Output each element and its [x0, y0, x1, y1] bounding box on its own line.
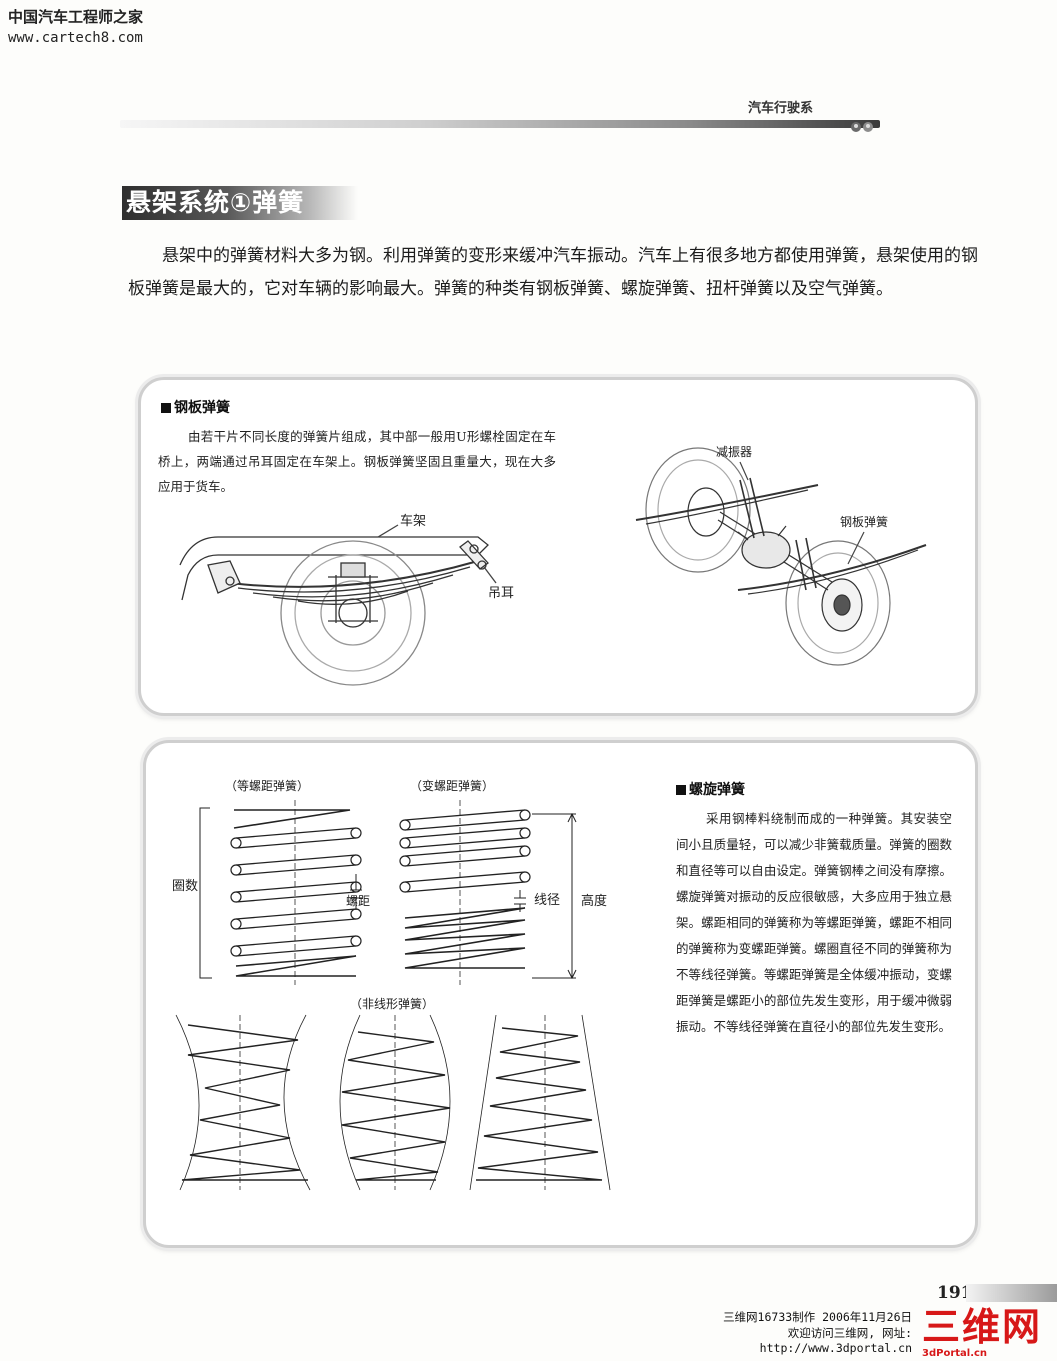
header-dots-decoration	[851, 122, 873, 132]
label-pitch: 螺距	[346, 894, 370, 908]
label-coils: 圈数	[172, 879, 198, 894]
nonlinear-springs	[175, 1014, 611, 1191]
coil-spring-text: 采用钢棒料绕制而成的一种弹簧。其安装空间小且质量轻，可以减少非簧载质量。弹簧的圈…	[676, 811, 952, 1034]
brand-logo-text: 三维网	[922, 1305, 1043, 1349]
leaf-spring-side-illustration: 车架 吊耳	[179, 513, 514, 686]
label-leaf-spring: 钢板弹簧	[840, 514, 888, 529]
intro-paragraph: 悬架中的弹簧材料大多为钢。利用弹簧的变形来缓冲汽车振动。汽车上有很多地方都使用弹…	[128, 246, 978, 299]
brand-logo-subtext: 3dPortal.cn	[922, 1348, 988, 1359]
coil-spring-heading: 螺旋弹簧	[676, 779, 745, 799]
footer-welcome: 欢迎访问三维网, 网址:	[787, 1326, 912, 1340]
rear-axle-illustration: 减振器 钢板弹簧	[635, 445, 927, 666]
page-number-bar	[966, 1284, 1057, 1302]
square-bullet-icon	[676, 785, 686, 795]
footer-url: http://www.3dportal.cn	[759, 1341, 912, 1355]
label-equal-pitch: （等螺距弹簧）	[225, 778, 309, 793]
coil-spring-diagrams: （等螺距弹簧） （变螺距弹簧） （非线形弹簧） 圈数 螺距 线径 高度	[172, 778, 611, 1191]
watermark-title: 中国汽车工程师之家	[8, 8, 144, 26]
label-variable-pitch: （变螺距弹簧）	[410, 778, 494, 793]
page-number: 191	[937, 1283, 973, 1303]
square-bullet-icon	[161, 403, 171, 413]
label-shackle: 吊耳	[488, 586, 514, 601]
section-title: 悬架系统①弹簧	[122, 186, 359, 220]
label-nonlinear: （非线形弹簧）	[350, 996, 434, 1011]
brand-logo: 三维网 3dPortal.cn	[922, 1306, 1057, 1361]
chapter-title: 汽车行驶系	[748, 101, 814, 116]
watermark-url: www.cartech8.com	[8, 30, 143, 46]
label-frame: 车架	[400, 513, 426, 529]
label-height: 高度	[581, 893, 607, 909]
equal-pitch-spring	[199, 800, 362, 985]
coil-spring-panel	[143, 740, 978, 1248]
footer-credit: 三维网16733制作 2006年11月26日	[723, 1310, 912, 1324]
leaf-spring-heading: 钢板弹簧	[161, 397, 230, 417]
header-rule	[120, 120, 880, 128]
label-damper: 减振器	[716, 445, 752, 459]
leaf-spring-text: 由若干片不同长度的弹簧片组成，其中部一般用U形螺栓固定在车桥上，两端通过吊耳固定…	[158, 429, 556, 494]
variable-pitch-spring	[399, 800, 577, 985]
leaf-spring-panel	[138, 377, 978, 716]
label-wire-diameter: 线径	[534, 893, 560, 908]
